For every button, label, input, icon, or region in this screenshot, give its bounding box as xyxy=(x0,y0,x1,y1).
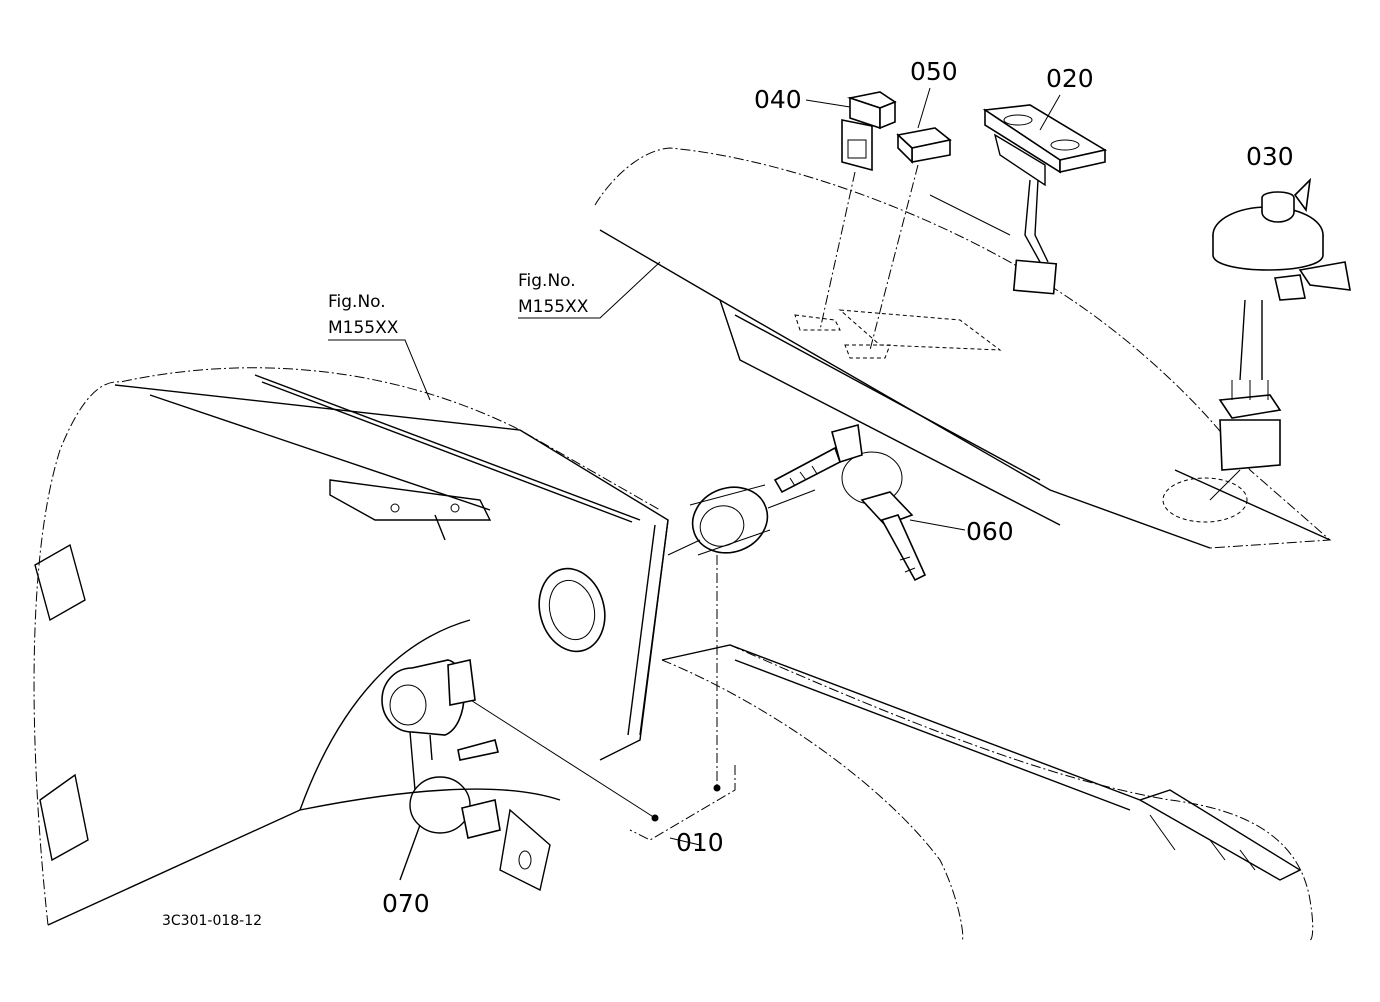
part-040-switch xyxy=(805,91,897,331)
fig-ref-left-line2: M155XX xyxy=(328,318,399,338)
label-010: 010 xyxy=(676,828,724,857)
label-070: 070 xyxy=(382,889,430,918)
upper-console xyxy=(594,147,1332,549)
label-040: 040 xyxy=(754,85,802,114)
lower-right-cover xyxy=(661,644,1314,941)
part-050-blank-cap xyxy=(869,87,952,351)
fig-ref-left-line1: Fig.No. xyxy=(328,292,386,312)
part-030-ignition-switch xyxy=(1209,177,1351,501)
label-060: 060 xyxy=(966,517,1014,546)
label-020: 020 xyxy=(1046,64,1094,93)
figure-ref-left: Fig.No. M155XX xyxy=(328,292,431,401)
part-070-lamp-assembly xyxy=(381,659,501,881)
left-housing-panel xyxy=(33,367,669,926)
label-030: 030 xyxy=(1246,142,1294,171)
part-020-hour-meter xyxy=(929,94,1108,295)
label-050: 050 xyxy=(910,57,958,86)
fig-ref-upper-line1: Fig.No. xyxy=(518,271,576,291)
part-060-keys xyxy=(773,423,966,582)
figure-ref-upper: Fig.No. M155XX xyxy=(518,261,661,319)
fig-ref-upper-line2: M155XX xyxy=(518,297,589,317)
drawing-code: 3C301-018-12 xyxy=(162,913,262,929)
part-010-grommet xyxy=(454,484,816,846)
